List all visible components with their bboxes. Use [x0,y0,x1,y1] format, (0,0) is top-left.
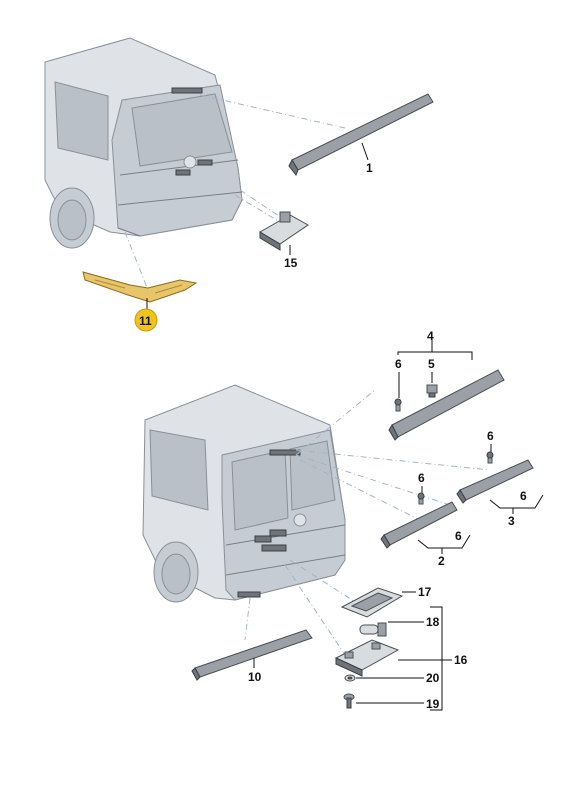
label-19: 19 [426,697,440,711]
leader-line [284,564,346,656]
part-2-brake-light [380,501,458,549]
label-20: 20 [426,671,440,685]
badge-11 [134,308,158,332]
leader-line [239,189,286,221]
label-10: 10 [248,670,262,684]
part-15-plate-light [259,211,309,251]
label-18: 18 [426,615,440,629]
part-10-reflector [191,629,313,681]
leader-line [124,231,149,291]
leader-line [361,142,369,161]
leader-line [199,94,346,129]
upper-van [44,37,243,249]
bolt-6a [394,398,402,412]
bracket [489,494,544,509]
part-4-brake-light [388,369,505,441]
label-15: 15 [284,256,298,270]
part-3-brake-light [456,459,534,504]
part-16-housing [334,639,400,677]
lower-van [142,384,346,603]
bracket [430,606,443,711]
label-2: 2 [438,554,445,568]
label-6a: 6 [395,357,402,371]
label-6c: 6 [520,489,527,503]
part-1-brake-light [288,93,434,176]
leader-line [234,194,286,226]
leader-line [295,389,376,456]
bolt-6d [417,492,425,505]
label-11: 11 [139,314,152,328]
leader-line [289,559,361,606]
nut-5 [426,384,438,398]
part-17-frame [340,587,404,618]
label-5: 5 [428,357,435,371]
leader-line [299,459,421,521]
part-20-washer [344,674,356,682]
label-16: 16 [454,653,468,667]
label-6b: 6 [487,429,494,443]
bracket [397,351,473,360]
bolt-6b [486,451,494,464]
label-4: 4 [427,329,434,343]
label-6e: 6 [455,529,462,543]
label-17: 17 [418,585,432,599]
leader-line [244,597,251,641]
part-18-bulb [359,622,387,637]
part-11-reflector [82,271,198,303]
label-1: 1 [366,161,373,175]
bracket [417,534,471,549]
label-6d: 6 [418,471,425,485]
part-19-screw [343,693,355,709]
label-3: 3 [508,514,515,528]
